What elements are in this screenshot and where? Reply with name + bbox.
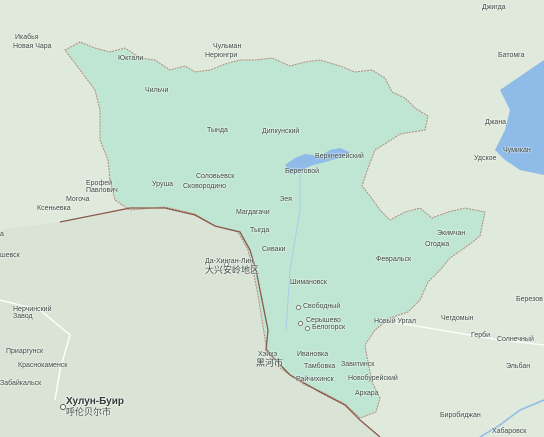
river-amur xyxy=(479,399,544,437)
place-label[interactable]: Ивановка xyxy=(297,351,329,358)
place-label[interactable]: Новый Ургал xyxy=(374,318,416,325)
place-label[interactable]: шевск xyxy=(0,252,20,259)
place-label[interactable]: Ерофей Павлович xyxy=(86,180,118,194)
place-label[interactable]: Уруша xyxy=(152,181,173,188)
place-label[interactable]: Батомга xyxy=(498,52,525,59)
place-label[interactable]: Хабаровск xyxy=(492,428,527,435)
place-label[interactable]: Шимановск xyxy=(290,279,327,286)
place-label[interactable]: Приаргунск xyxy=(6,348,44,355)
place-label[interactable]: Эльбан xyxy=(506,363,531,370)
marker-belogorsk[interactable] xyxy=(305,326,310,331)
place-label[interactable]: а xyxy=(0,231,4,238)
place-label-major[interactable]: Хулун-Буир xyxy=(66,396,124,407)
place-label[interactable]: Березов xyxy=(516,296,543,303)
place-label[interactable]: Ксеньевка xyxy=(37,205,71,212)
place-label[interactable]: Герби xyxy=(471,332,491,339)
place-label[interactable]: Удское xyxy=(474,155,497,162)
place-label[interactable]: Тамбовка xyxy=(304,363,336,370)
place-label[interactable]: Магдагачи xyxy=(236,209,270,216)
place-label[interactable]: Да-Хинган-Лин xyxy=(205,258,254,265)
place-label[interactable]: Серышево xyxy=(306,317,341,324)
marker-serysheevo[interactable] xyxy=(298,321,303,326)
place-label[interactable]: Архара xyxy=(355,390,379,397)
place-label[interactable]: Джана xyxy=(485,119,507,126)
place-label[interactable]: Завитинск xyxy=(341,361,375,368)
place-label-cn[interactable]: 大兴安岭地区 xyxy=(205,265,260,275)
marker-da-hinggan[interactable] xyxy=(224,262,229,267)
place-label[interactable]: Краснокаменск xyxy=(18,362,68,369)
place-label[interactable]: Береговой xyxy=(285,168,320,175)
place-label[interactable]: Свободный xyxy=(303,303,341,310)
place-label-cn[interactable]: 黑河市 xyxy=(256,358,284,368)
river-zeya xyxy=(285,172,301,331)
place-label[interactable]: Белогорск xyxy=(312,324,346,331)
place-label-cn[interactable]: 呼伦贝尔市 xyxy=(66,407,112,417)
place-label[interactable]: Биробиджан xyxy=(440,412,481,419)
road-main xyxy=(0,299,71,401)
road-east xyxy=(379,319,544,346)
amur-oblast xyxy=(64,41,486,419)
place-label[interactable]: Верхнезейский xyxy=(315,153,364,160)
place-label[interactable]: Нерюнгри xyxy=(205,52,238,59)
place-label[interactable]: Огоджа xyxy=(425,241,450,248)
marker-hulun-buir[interactable] xyxy=(60,404,66,410)
place-label[interactable]: Хэйхэ xyxy=(258,351,278,358)
place-label[interactable]: Джигда xyxy=(482,4,506,11)
place-label[interactable]: Чумикан xyxy=(503,147,531,154)
place-label[interactable]: Сиваки xyxy=(262,246,286,253)
place-label[interactable]: Дипкунский xyxy=(262,128,300,135)
place-label[interactable]: Чегдомын xyxy=(441,315,474,322)
place-label[interactable]: Чульман xyxy=(213,43,242,50)
place-label[interactable]: Новобурейский xyxy=(348,375,398,382)
place-label[interactable]: Зея xyxy=(280,196,292,203)
place-label[interactable]: Новая Чара xyxy=(13,43,52,50)
place-label[interactable]: Икабья xyxy=(15,34,39,41)
sea-of-okhotsk xyxy=(495,60,544,175)
zeya-reservoir xyxy=(285,148,350,174)
russia-china-border xyxy=(59,207,381,437)
place-label[interactable]: Нерчинский Завод xyxy=(13,306,52,320)
place-label[interactable]: Тында xyxy=(207,127,228,134)
place-label[interactable]: Юктали xyxy=(118,55,144,62)
place-label[interactable]: Забайкальск xyxy=(0,380,42,387)
place-label[interactable]: Солнечный xyxy=(497,336,534,343)
place-label[interactable]: Чильчи xyxy=(145,87,169,94)
china-territory xyxy=(0,208,380,437)
place-label[interactable]: Тыгда xyxy=(250,227,270,234)
place-label[interactable]: Соловьевск xyxy=(196,173,235,180)
place-label[interactable]: Февральск xyxy=(376,256,412,263)
place-label[interactable]: Могоча xyxy=(66,196,90,203)
marker-svobodny[interactable] xyxy=(296,305,301,310)
place-label[interactable]: Сковородино xyxy=(183,183,227,190)
place-label[interactable]: Райчихинск xyxy=(296,376,334,383)
place-label[interactable]: Экимчан xyxy=(437,230,466,237)
